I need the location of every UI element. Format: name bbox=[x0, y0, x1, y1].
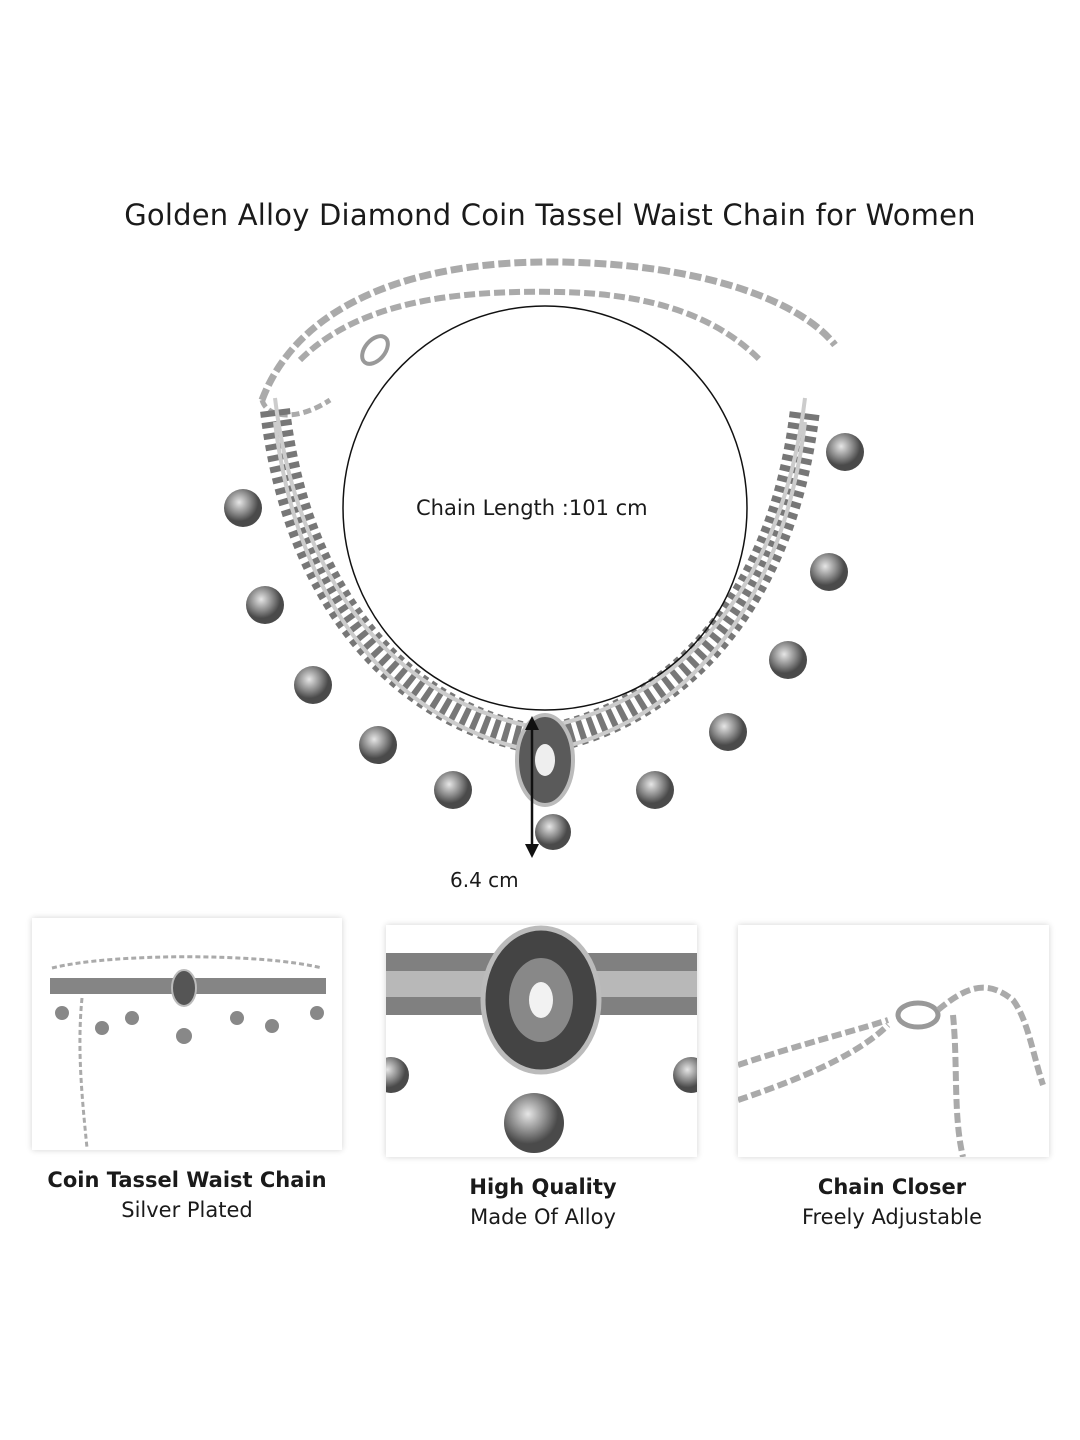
feature-caption-3: Chain Closer Freely Adjustable bbox=[722, 1175, 1062, 1229]
waist-chain-illustration bbox=[224, 258, 864, 858]
feature-caption-1: Coin Tassel Waist Chain Silver Plated bbox=[17, 1168, 357, 1222]
feature-heading: Coin Tassel Waist Chain bbox=[47, 1168, 327, 1192]
thumbnail-clasp-closeup bbox=[738, 925, 1049, 1157]
thumbnail-full-chain bbox=[32, 918, 342, 1150]
pendant-height-label: 6.4 cm bbox=[450, 868, 519, 892]
feature-subtext: Freely Adjustable bbox=[801, 1205, 983, 1229]
thumbnail-pendant-closeup bbox=[386, 925, 697, 1157]
feature-caption-2: High Quality Made Of Alloy bbox=[373, 1175, 713, 1229]
chain-length-label: Chain Length :101 cm bbox=[416, 496, 648, 520]
feature-heading: High Quality bbox=[469, 1175, 617, 1199]
feature-subtext: Made Of Alloy bbox=[470, 1205, 616, 1229]
coins bbox=[224, 433, 864, 850]
product-title: Golden Alloy Diamond Coin Tassel Waist C… bbox=[124, 198, 976, 232]
feature-subtext: Silver Plated bbox=[121, 1198, 253, 1222]
feature-heading: Chain Closer bbox=[817, 1175, 967, 1199]
